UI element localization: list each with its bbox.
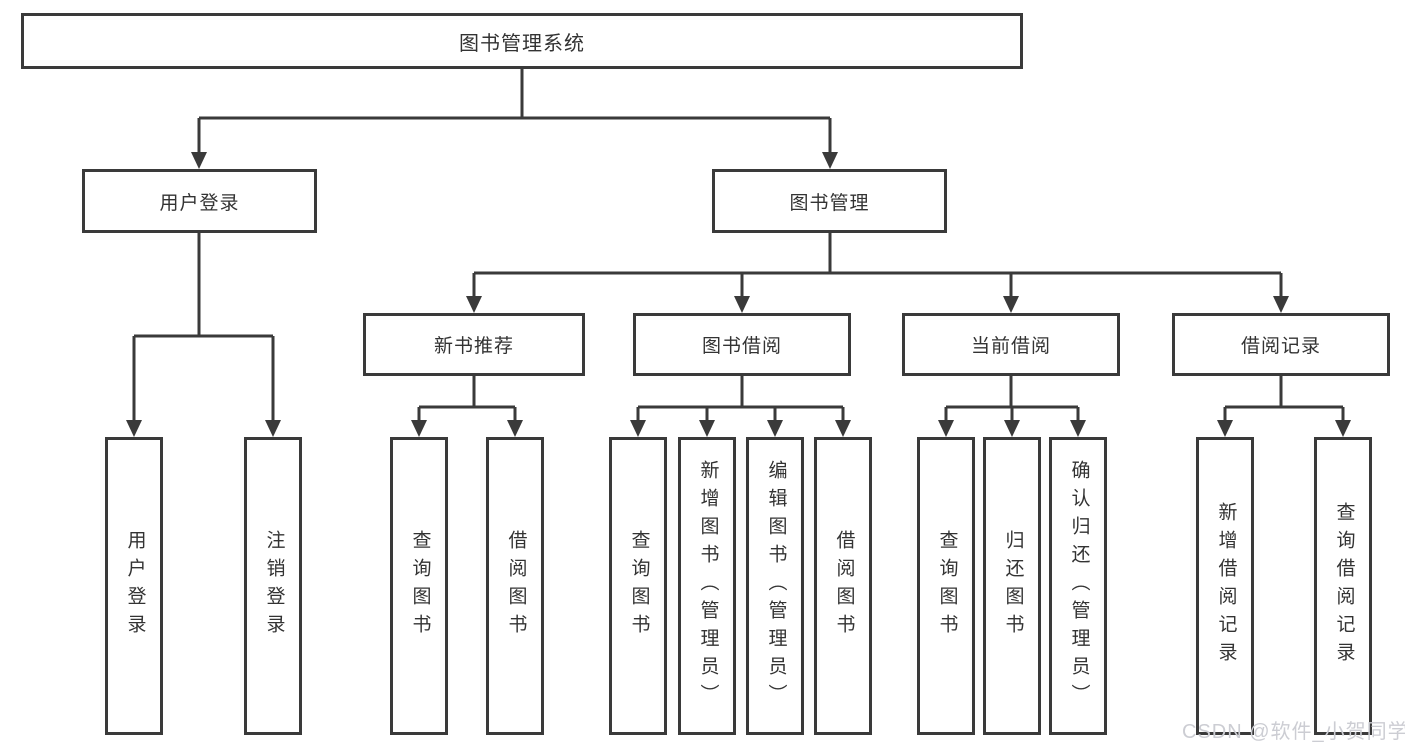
leaf-borrow-books: 借阅图书 xyxy=(814,437,872,735)
connector-userlogin-leaves xyxy=(126,233,281,437)
node-root-label: 图书管理系统 xyxy=(459,32,585,55)
node-current-borrow-label: 当前借阅 xyxy=(970,336,1051,357)
leaf-add-books-admin: 新增图书（管理员） xyxy=(678,437,736,735)
node-current-borrow: 当前借阅 xyxy=(902,313,1120,376)
leaf-query-books-rec: 查询图书 xyxy=(390,437,448,735)
node-book-management-label: 图书管理 xyxy=(789,192,870,214)
leaf-confirm-return-admin: 确认归还（管理员） xyxy=(1049,437,1107,735)
node-root-system: 图书管理系统 xyxy=(21,13,1023,69)
leaf-return-books: 归还图书 xyxy=(983,437,1041,735)
leaf-user-login: 用户登录 xyxy=(105,437,163,735)
connector-root-to-level2 xyxy=(191,69,838,169)
node-borrow-record: 借阅记录 xyxy=(1172,313,1390,376)
leaf-edit-books-admin: 编辑图书（管理员） xyxy=(746,437,804,735)
connector-bookborrow-leaves xyxy=(630,376,851,437)
node-user-login: 用户登录 xyxy=(82,169,317,233)
connector-currentborrow-leaves xyxy=(938,376,1086,437)
node-borrow-record-label: 借阅记录 xyxy=(1240,336,1321,357)
csdn-watermark: CSDN @软件_小贺同学 xyxy=(1182,721,1405,743)
node-new-book-recommend-label: 新书推荐 xyxy=(433,336,514,357)
leaf-query-books-current: 查询图书 xyxy=(917,437,975,735)
leaf-borrow-books-rec: 借阅图书 xyxy=(486,437,544,735)
node-book-borrow-label: 图书借阅 xyxy=(701,336,782,357)
node-book-management: 图书管理 xyxy=(712,169,947,233)
node-new-book-recommend: 新书推荐 xyxy=(363,313,585,376)
leaf-logout: 注销登录 xyxy=(244,437,302,735)
leaf-add-borrow-record: 新增借阅记录 xyxy=(1196,437,1254,735)
leaf-query-books-borrow: 查询图书 xyxy=(609,437,667,735)
connector-bookmgmt-to-level3 xyxy=(466,233,1289,313)
connector-borrowrecord-leaves xyxy=(1217,376,1351,437)
node-book-borrow: 图书借阅 xyxy=(633,313,851,376)
leaf-query-borrow-record: 查询借阅记录 xyxy=(1314,437,1372,735)
node-user-login-label: 用户登录 xyxy=(159,192,240,214)
connector-newbookrec-leaves xyxy=(411,376,523,437)
